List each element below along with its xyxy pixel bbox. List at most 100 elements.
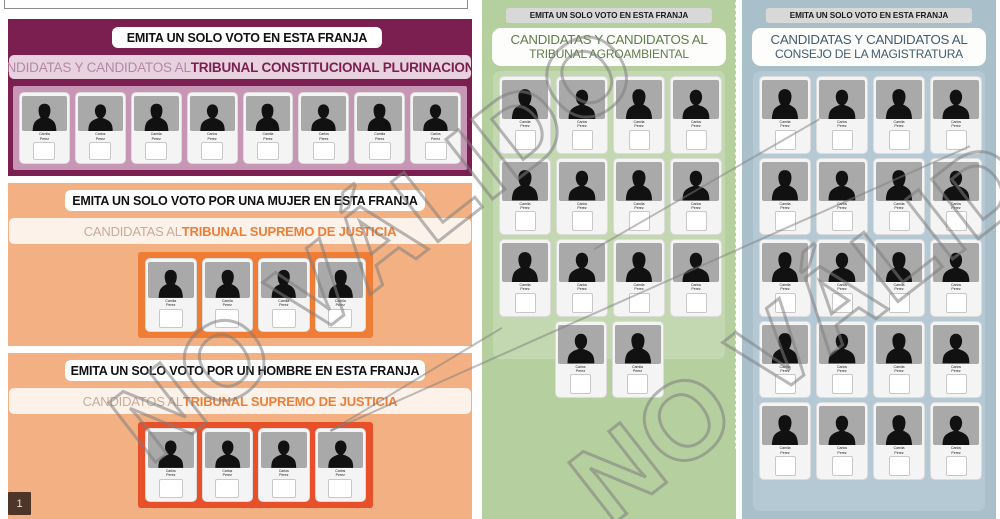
candidate-card[interactable]: Camila Perez: [873, 157, 925, 236]
vote-checkbox[interactable]: [89, 141, 112, 160]
vote-checkbox[interactable]: [201, 141, 224, 160]
vote-checkbox[interactable]: [774, 129, 796, 150]
candidate-card[interactable]: Carlos Perez: [930, 239, 982, 317]
vote-checkbox[interactable]: [685, 211, 707, 232]
vote-checkbox[interactable]: [628, 129, 650, 150]
candidate-card[interactable]: Carlos Perez: [816, 157, 868, 236]
vote-checkbox[interactable]: [774, 211, 796, 232]
candidate-card[interactable]: Carlos Perez: [816, 76, 868, 154]
vote-checkbox[interactable]: [685, 292, 707, 313]
candidate-card[interactable]: Carlos Perez: [201, 428, 253, 502]
candidate-card[interactable]: Carlos Perez: [145, 428, 197, 502]
vote-checkbox[interactable]: [328, 308, 353, 328]
vote-checkbox[interactable]: [215, 308, 240, 328]
vote-checkbox[interactable]: [831, 292, 853, 313]
vote-checkbox[interactable]: [571, 211, 593, 232]
vote-checkbox[interactable]: [571, 129, 593, 150]
candidate-card[interactable]: Camila Perez: [314, 258, 366, 332]
candidate-card[interactable]: Camila Perez: [759, 402, 811, 480]
vote-checkbox[interactable]: [158, 308, 183, 328]
candidate-card[interactable]: Camila Perez: [242, 92, 294, 164]
candidate-card[interactable]: Camila Perez: [201, 258, 253, 332]
vote-checkbox[interactable]: [628, 292, 650, 313]
candidate-card[interactable]: Carlos Perez: [556, 157, 608, 236]
candidate-card[interactable]: Camila Perez: [499, 76, 551, 154]
vote-checkbox[interactable]: [514, 292, 536, 313]
candidate-card[interactable]: Camila Perez: [145, 258, 197, 332]
candidate-card[interactable]: Carlos Perez: [556, 76, 608, 154]
vote-checkbox[interactable]: [945, 292, 967, 313]
candidate-card[interactable]: Carlos Perez: [930, 402, 982, 480]
vote-checkbox[interactable]: [145, 141, 168, 160]
vote-checkbox[interactable]: [888, 374, 910, 395]
vote-checkbox[interactable]: [424, 141, 447, 160]
candidate-card[interactable]: Carlos Perez: [930, 157, 982, 236]
candidate-card[interactable]: Carlos Perez: [554, 320, 607, 399]
candidate-card[interactable]: Carlos Perez: [314, 428, 366, 502]
vote-checkbox[interactable]: [256, 141, 279, 160]
candidate-card[interactable]: Carlos Perez: [298, 92, 350, 164]
candidate-card[interactable]: Camila Perez: [499, 239, 551, 317]
candidate-card[interactable]: Carlos Perez: [816, 239, 868, 317]
candidate-card[interactable]: Camila Perez: [130, 92, 182, 164]
candidate-card[interactable]: Carlos Perez: [556, 239, 608, 317]
vote-checkbox[interactable]: [888, 455, 910, 476]
candidate-card[interactable]: Carlos Perez: [74, 92, 126, 164]
vote-checkbox[interactable]: [514, 129, 536, 150]
candidate-card[interactable]: Camila Perez: [258, 258, 310, 332]
vote-checkbox[interactable]: [945, 211, 967, 232]
candidate-card[interactable]: Carlos Perez: [930, 76, 982, 154]
candidate-card[interactable]: Carlos Perez: [670, 239, 722, 317]
vote-checkbox[interactable]: [328, 478, 353, 498]
vote-checkbox[interactable]: [945, 129, 967, 150]
vote-checkbox[interactable]: [271, 478, 296, 498]
candidate-card[interactable]: Camila Perez: [873, 76, 925, 154]
vote-checkbox[interactable]: [831, 455, 853, 476]
vote-checkbox[interactable]: [33, 141, 56, 160]
vote-checkbox[interactable]: [628, 211, 650, 232]
candidate-card[interactable]: Carlos Perez: [670, 157, 722, 236]
vote-checkbox[interactable]: [888, 129, 910, 150]
vote-checkbox[interactable]: [888, 211, 910, 232]
candidate-card[interactable]: Camila Perez: [759, 76, 811, 154]
vote-checkbox[interactable]: [831, 374, 853, 395]
candidate-card[interactable]: Camila Perez: [611, 320, 664, 399]
vote-checkbox[interactable]: [312, 141, 335, 160]
candidate-card[interactable]: Camila Perez: [613, 239, 665, 317]
candidate-card[interactable]: Carlos Perez: [258, 428, 310, 502]
vote-checkbox[interactable]: [831, 129, 853, 150]
candidate-card[interactable]: Camila Perez: [759, 157, 811, 236]
candidate-card[interactable]: Carlos Perez: [670, 76, 722, 154]
candidate-card[interactable]: Camila Perez: [873, 320, 925, 399]
candidate-card[interactable]: Camila Perez: [759, 239, 811, 317]
vote-checkbox[interactable]: [571, 292, 593, 313]
candidate-card[interactable]: Carlos Perez: [930, 320, 982, 399]
candidate-card[interactable]: Carlos Perez: [410, 92, 461, 164]
candidate-card[interactable]: Carlos Perez: [816, 402, 868, 480]
vote-checkbox[interactable]: [215, 478, 240, 498]
vote-checkbox[interactable]: [774, 455, 796, 476]
vote-checkbox[interactable]: [685, 129, 707, 150]
candidate-card[interactable]: Carlos Perez: [186, 92, 238, 164]
candidate-card[interactable]: Camila Perez: [613, 76, 665, 154]
candidate-card[interactable]: Camila Perez: [499, 157, 551, 236]
candidate-card[interactable]: Camila Perez: [873, 239, 925, 317]
vote-checkbox[interactable]: [158, 478, 183, 498]
vote-checkbox[interactable]: [271, 308, 296, 328]
candidate-card[interactable]: Camila Perez: [873, 402, 925, 480]
vote-checkbox[interactable]: [774, 292, 796, 313]
vote-checkbox[interactable]: [514, 211, 536, 232]
vote-checkbox[interactable]: [945, 374, 967, 395]
candidate-card[interactable]: Carlos Perez: [816, 320, 868, 399]
vote-checkbox[interactable]: [368, 141, 391, 160]
candidate-card[interactable]: Camila Perez: [613, 157, 665, 236]
vote-checkbox[interactable]: [831, 211, 853, 232]
vote-checkbox[interactable]: [774, 374, 796, 395]
vote-checkbox[interactable]: [570, 374, 591, 395]
candidate-card[interactable]: Camila Perez: [354, 92, 406, 164]
candidate-card[interactable]: Camila Perez: [19, 92, 70, 164]
vote-checkbox[interactable]: [627, 374, 648, 395]
vote-checkbox[interactable]: [945, 455, 967, 476]
vote-checkbox[interactable]: [888, 292, 910, 313]
candidate-card[interactable]: Camila Perez: [759, 320, 811, 399]
